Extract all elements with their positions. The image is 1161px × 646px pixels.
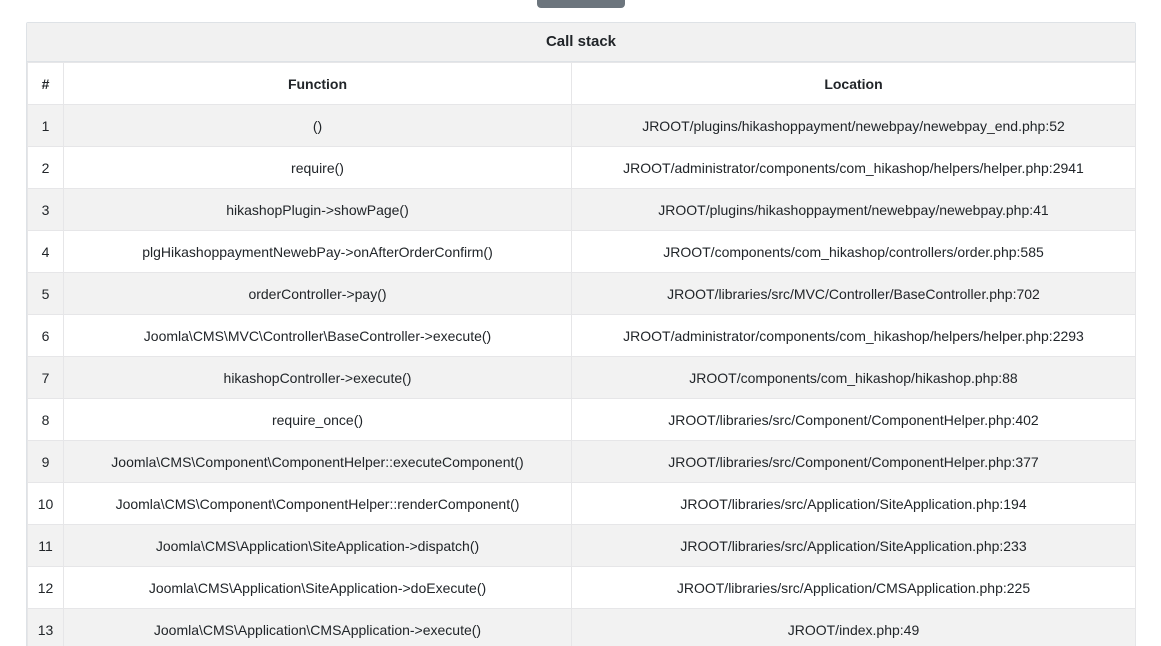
cell-location: JROOT/libraries/src/Component/ComponentH… — [571, 398, 1136, 441]
cell-location: JROOT/libraries/src/MVC/Controller/BaseC… — [571, 272, 1136, 315]
cell-index: 8 — [27, 398, 64, 441]
cell-function: () — [63, 104, 572, 147]
column-header-location: Location — [571, 62, 1136, 105]
cell-function: Joomla\CMS\Application\SiteApplication->… — [63, 566, 572, 609]
call-stack-table: # Function Location 1()JROOT/plugins/hik… — [27, 62, 1136, 646]
cell-function: plgHikashoppaymentNewebPay->onAfterOrder… — [63, 230, 572, 273]
cell-index: 9 — [27, 440, 64, 483]
cell-location: JROOT/components/com_hikashop/controller… — [571, 230, 1136, 273]
table-head: # Function Location — [27, 62, 1136, 105]
cell-location: JROOT/libraries/src/Component/ComponentH… — [571, 440, 1136, 483]
cell-function: require() — [63, 146, 572, 189]
cell-function: Joomla\CMS\MVC\Controller\BaseController… — [63, 314, 572, 357]
cell-function: Joomla\CMS\Component\ComponentHelper::ex… — [63, 440, 572, 483]
cell-index: 5 — [27, 272, 64, 315]
call-stack-panel: Call stack # Function Location 1()JROOT/… — [26, 22, 1136, 646]
cell-location: JROOT/libraries/src/Application/CMSAppli… — [571, 566, 1136, 609]
call-stack-title: Call stack — [27, 23, 1135, 62]
cell-function: Joomla\CMS\Application\SiteApplication->… — [63, 524, 572, 567]
cell-location: JROOT/administrator/components/com_hikas… — [571, 314, 1136, 357]
cell-function: hikashopPlugin->showPage() — [63, 188, 572, 231]
cell-location: JROOT/index.php:49 — [571, 608, 1136, 646]
cell-location: JROOT/plugins/hikashoppayment/newebpay/n… — [571, 188, 1136, 231]
table-row: 1()JROOT/plugins/hikashoppayment/newebpa… — [27, 104, 1136, 147]
cell-index: 10 — [27, 482, 64, 525]
cell-index: 12 — [27, 566, 64, 609]
cell-index: 4 — [27, 230, 64, 273]
cell-index: 6 — [27, 314, 64, 357]
column-header-index: # — [27, 62, 64, 105]
cell-function: hikashopController->execute() — [63, 356, 572, 399]
cell-function: require_once() — [63, 398, 572, 441]
cell-function: orderController->pay() — [63, 272, 572, 315]
cell-function: Joomla\CMS\Application\CMSApplication->e… — [63, 608, 572, 646]
cell-index: 1 — [27, 104, 64, 147]
cell-index: 11 — [27, 524, 64, 567]
cell-location: JROOT/administrator/components/com_hikas… — [571, 146, 1136, 189]
cell-index: 3 — [27, 188, 64, 231]
cell-location: JROOT/plugins/hikashoppayment/newebpay/n… — [571, 104, 1136, 147]
table-body: 1()JROOT/plugins/hikashoppayment/newebpa… — [27, 104, 1136, 646]
status-pill[interactable] — [537, 0, 625, 8]
cell-index: 13 — [27, 608, 64, 646]
cell-location: JROOT/libraries/src/Application/SiteAppl… — [571, 524, 1136, 567]
column-header-function: Function — [63, 62, 572, 105]
cell-index: 2 — [27, 146, 64, 189]
table-header-row: # Function Location — [27, 62, 1136, 105]
cell-index: 7 — [27, 356, 64, 399]
cell-location: JROOT/libraries/src/Application/SiteAppl… — [571, 482, 1136, 525]
cell-location: JROOT/components/com_hikashop/hikashop.p… — [571, 356, 1136, 399]
cell-function: Joomla\CMS\Component\ComponentHelper::re… — [63, 482, 572, 525]
